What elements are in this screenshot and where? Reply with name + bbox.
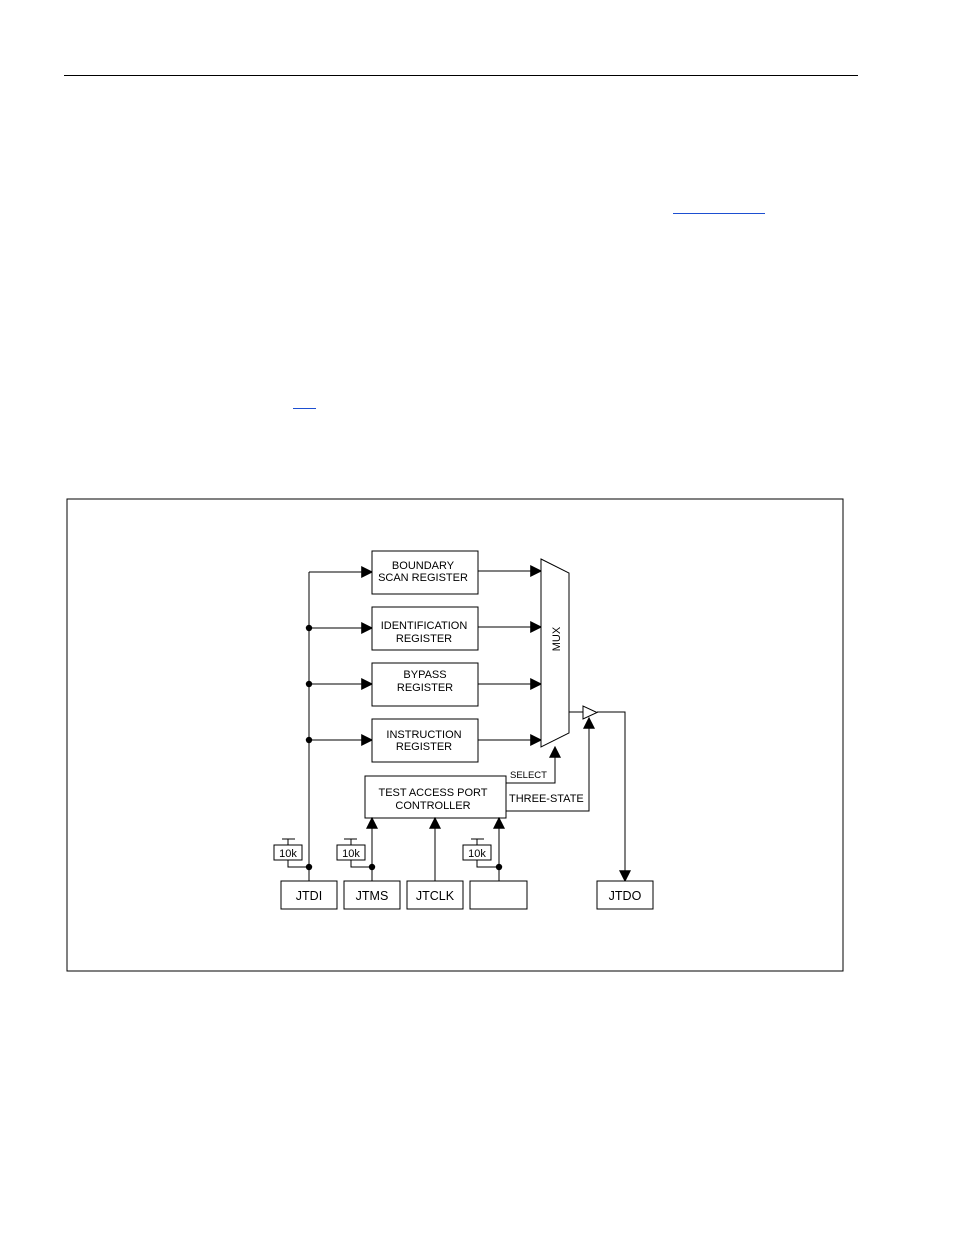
svg-text:MUX: MUX [551, 626, 563, 651]
three-state-wire [506, 716, 595, 812]
svg-text:IDENTIFICATION: IDENTIFICATION [381, 620, 468, 632]
svg-text:REGISTER: REGISTER [396, 741, 452, 753]
svg-text:10k: 10k [342, 848, 360, 860]
svg-text:INSTRUCTION: INSTRUCTION [386, 729, 461, 741]
junction-dot [305, 624, 313, 632]
svg-text:TEST ACCESS PORT: TEST ACCESS PORT [378, 787, 487, 799]
svg-text:CONTROLLER: CONTROLLER [395, 800, 470, 812]
hyperlink-underline-short[interactable] [293, 408, 316, 409]
junction-dot [305, 680, 313, 688]
hyperlink-underline[interactable] [673, 213, 765, 214]
pin-jtclk: JTCLK [406, 880, 464, 910]
pullup-resistor-jtdi: 10k [273, 838, 313, 871]
pullup-resistor-jtms: 10k [336, 838, 376, 871]
tap-controller: TEST ACCESS PORT CONTROLLER [364, 775, 507, 819]
instruction-register: INSTRUCTION REGISTER [371, 718, 479, 763]
svg-text:JTCLK: JTCLK [416, 889, 455, 903]
header-rule [64, 75, 858, 76]
svg-text:BOUNDARY: BOUNDARY [392, 560, 455, 572]
figure-frame [66, 498, 844, 972]
pin-jtdi: JTDI [280, 880, 338, 910]
svg-text:10k: 10k [468, 848, 486, 860]
svg-text:10k: 10k [279, 848, 297, 860]
select-label: SELECT [510, 770, 547, 781]
svg-text:JTDO: JTDO [609, 889, 642, 903]
svg-text:REGISTER: REGISTER [396, 633, 452, 645]
three-state-label: THREE-STATE [509, 793, 584, 805]
svg-text:JTDI: JTDI [296, 889, 322, 903]
pin-fourth [469, 880, 528, 910]
output-buffer-triangle [582, 705, 599, 720]
select-wire [506, 745, 561, 784]
mux: MUX [540, 558, 570, 748]
svg-text:BYPASS: BYPASS [403, 669, 446, 681]
identification-register: IDENTIFICATION REGISTER [371, 606, 479, 651]
bypass-register: BYPASS REGISTER [371, 662, 479, 707]
boundary-scan-register: BOUNDARY SCAN REGISTER [371, 550, 479, 595]
junction-dot [305, 736, 313, 744]
svg-text:JTMS: JTMS [356, 889, 389, 903]
svg-text:REGISTER: REGISTER [397, 682, 453, 694]
pin-jtms: JTMS [343, 880, 401, 910]
wire-buffer-to-jtdo [597, 711, 631, 883]
svg-text:SCAN REGISTER: SCAN REGISTER [378, 572, 468, 584]
pin-jtdo: JTDO [596, 880, 654, 910]
pullup-resistor-fourth: 10k [462, 838, 503, 871]
